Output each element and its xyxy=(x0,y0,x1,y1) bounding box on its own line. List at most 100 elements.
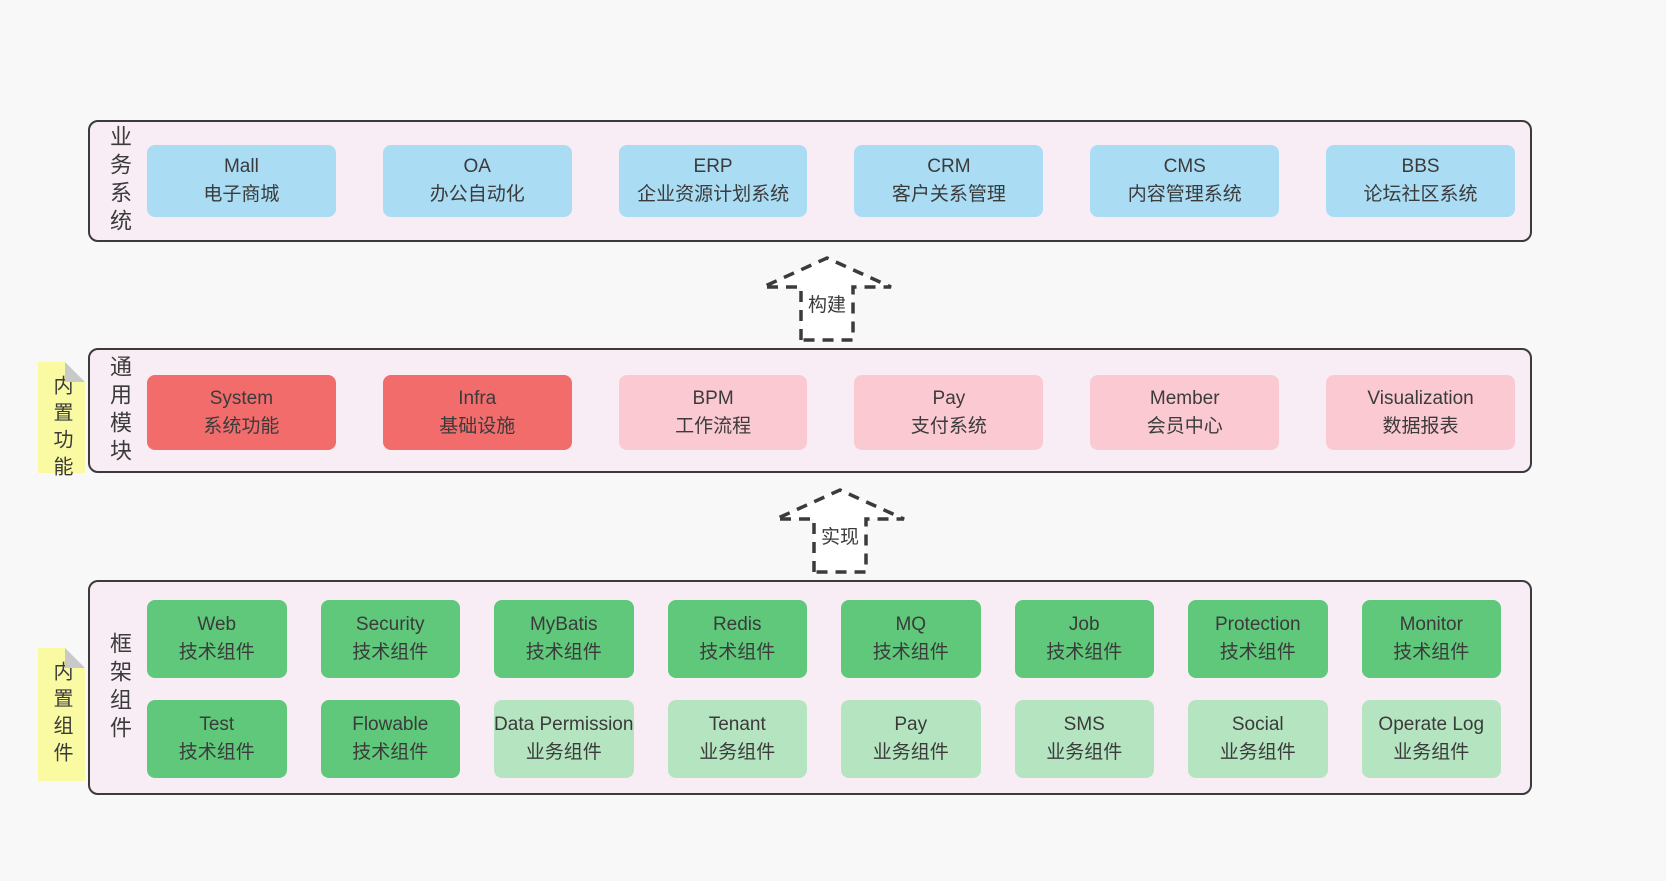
box-title: Tenant xyxy=(708,714,766,735)
box-title: Mall xyxy=(223,156,259,177)
box-erp: ERP 企业资源计划系统 xyxy=(618,145,808,217)
box-test: Test 技术组件 xyxy=(147,700,287,778)
arrow-build: 构建 xyxy=(759,255,895,343)
sticky-note-text: 内置组件 xyxy=(50,661,72,769)
box-monitor: Monitor 技术组件 xyxy=(1361,600,1501,678)
box-title: Redis xyxy=(712,614,762,635)
box-title: Visualization xyxy=(1367,387,1474,409)
box-subtitle: 业务组件 xyxy=(1219,742,1296,763)
box-subtitle: 支付系统 xyxy=(910,415,987,437)
box-subtitle: 技术组件 xyxy=(525,642,602,663)
box-subtitle: 技术组件 xyxy=(1046,642,1123,663)
components-box-row-2: Test 技术组件 Flowable 技术组件 Data Permission … xyxy=(147,700,1501,778)
arrow-implement: 实现 xyxy=(772,487,908,575)
box-subtitle: 基础设施 xyxy=(439,415,516,437)
sticky-note-text: 内置功能 xyxy=(50,375,72,483)
box-visualization: Visualization 数据报表 xyxy=(1326,375,1515,450)
box-subtitle: 技术组件 xyxy=(1219,642,1296,663)
box-title: Social xyxy=(1231,714,1284,735)
box-subtitle: 业务组件 xyxy=(1046,742,1123,763)
box-title: Pay xyxy=(894,714,928,735)
box-bbs: BBS 论坛社区系统 xyxy=(1326,145,1515,217)
box-subtitle: 技术组件 xyxy=(352,742,429,763)
box-crm: CRM 客户关系管理 xyxy=(854,145,1044,217)
box-mq: MQ 技术组件 xyxy=(841,600,981,678)
box-subtitle: 技术组件 xyxy=(1393,642,1470,663)
box-subtitle: 系统功能 xyxy=(203,415,280,437)
box-subtitle: 业务组件 xyxy=(1393,742,1470,763)
box-title: Protection xyxy=(1214,614,1301,635)
box-subtitle: 技术组件 xyxy=(178,742,255,763)
layer-modules-label: 通用模块 xyxy=(107,354,132,467)
box-subtitle: 技术组件 xyxy=(872,642,949,663)
box-subtitle: 技术组件 xyxy=(352,642,429,663)
box-title: MyBatis xyxy=(529,614,598,635)
business-box-row: Mall 电子商城 OA 办公自动化 ERP 企业资源计划系统 CRM 客户关系… xyxy=(147,145,1515,217)
box-title: CMS xyxy=(1163,156,1206,177)
box-subtitle: 内容管理系统 xyxy=(1127,184,1242,205)
box-subtitle: 业务组件 xyxy=(525,742,602,763)
box-title: Operate Log xyxy=(1378,714,1485,735)
box-subtitle: 技术组件 xyxy=(178,642,255,663)
box-mall: Mall 电子商城 xyxy=(147,145,336,217)
box-infra: Infra 基础设施 xyxy=(382,375,572,450)
box-subtitle: 企业资源计划系统 xyxy=(637,184,790,205)
box-subtitle: 业务组件 xyxy=(699,742,776,763)
sticky-note-builtin-components: 内置组件 xyxy=(38,648,85,781)
box-subtitle: 电子商城 xyxy=(203,184,280,205)
box-protection: Protection 技术组件 xyxy=(1188,600,1328,678)
box-subtitle: 客户关系管理 xyxy=(891,184,1006,205)
box-web: Web 技术组件 xyxy=(147,600,287,678)
layer-business-panel: 业务系统 Mall 电子商城 OA 办公自动化 ERP 企业资源计划系统 CRM… xyxy=(88,120,1532,242)
layer-components-label: 框架组件 xyxy=(107,631,132,744)
modules-box-row: System 系统功能 Infra 基础设施 BPM 工作流程 Pay 支付系统… xyxy=(147,375,1515,450)
box-member: Member 会员中心 xyxy=(1090,375,1280,450)
box-title: SMS xyxy=(1063,714,1105,735)
box-subtitle: 论坛社区系统 xyxy=(1363,184,1478,205)
box-title: BPM xyxy=(692,387,734,409)
box-security: Security 技术组件 xyxy=(320,600,460,678)
box-subtitle: 工作流程 xyxy=(675,415,752,437)
box-pay-biz: Pay 业务组件 xyxy=(841,700,981,778)
box-title: Monitor xyxy=(1399,614,1463,635)
box-flowable: Flowable 技术组件 xyxy=(320,700,460,778)
box-social: Social 业务组件 xyxy=(1188,700,1328,778)
box-title: Infra xyxy=(458,387,497,409)
box-oa: OA 办公自动化 xyxy=(382,145,572,217)
box-subtitle: 技术组件 xyxy=(699,642,776,663)
layer-components-panel: 框架组件 Web 技术组件 Security 技术组件 MyBatis 技术组件… xyxy=(88,580,1532,795)
layer-business-label: 业务系统 xyxy=(107,125,132,237)
box-job: Job 技术组件 xyxy=(1014,600,1154,678)
box-system: System 系统功能 xyxy=(147,375,336,450)
box-redis: Redis 技术组件 xyxy=(667,600,807,678)
sticky-note-builtin-features: 内置功能 xyxy=(38,362,85,483)
box-subtitle: 业务组件 xyxy=(872,742,949,763)
box-title: Pay xyxy=(932,387,966,409)
box-mybatis: MyBatis 技术组件 xyxy=(494,600,634,678)
box-title: Web xyxy=(197,614,237,635)
box-sms: SMS 业务组件 xyxy=(1014,700,1154,778)
box-tenant: Tenant 业务组件 xyxy=(667,700,807,778)
box-title: Job xyxy=(1068,614,1100,635)
box-subtitle: 办公自动化 xyxy=(429,184,525,205)
box-bpm: BPM 工作流程 xyxy=(618,375,808,450)
box-title: System xyxy=(209,387,274,409)
box-title: Test xyxy=(199,714,235,735)
box-title: ERP xyxy=(693,156,733,177)
box-subtitle: 会员中心 xyxy=(1146,415,1223,437)
box-title: Security xyxy=(355,614,425,635)
box-title: OA xyxy=(463,156,491,177)
box-cms: CMS 内容管理系统 xyxy=(1090,145,1280,217)
box-title: BBS xyxy=(1401,156,1440,177)
box-title: Data Permission xyxy=(494,714,634,735)
components-box-row-1: Web 技术组件 Security 技术组件 MyBatis 技术组件 Redi… xyxy=(147,600,1501,678)
box-pay: Pay 支付系统 xyxy=(854,375,1044,450)
box-title: CRM xyxy=(927,156,971,177)
box-title: Member xyxy=(1149,387,1220,409)
box-title: Flowable xyxy=(352,714,429,735)
arrow-implement-label: 实现 xyxy=(817,522,863,549)
layer-modules-panel: 通用模块 System 系统功能 Infra 基础设施 BPM 工作流程 Pay… xyxy=(88,348,1532,473)
box-data-permission: Data Permission 业务组件 xyxy=(494,700,634,778)
arrow-build-label: 构建 xyxy=(804,290,850,317)
